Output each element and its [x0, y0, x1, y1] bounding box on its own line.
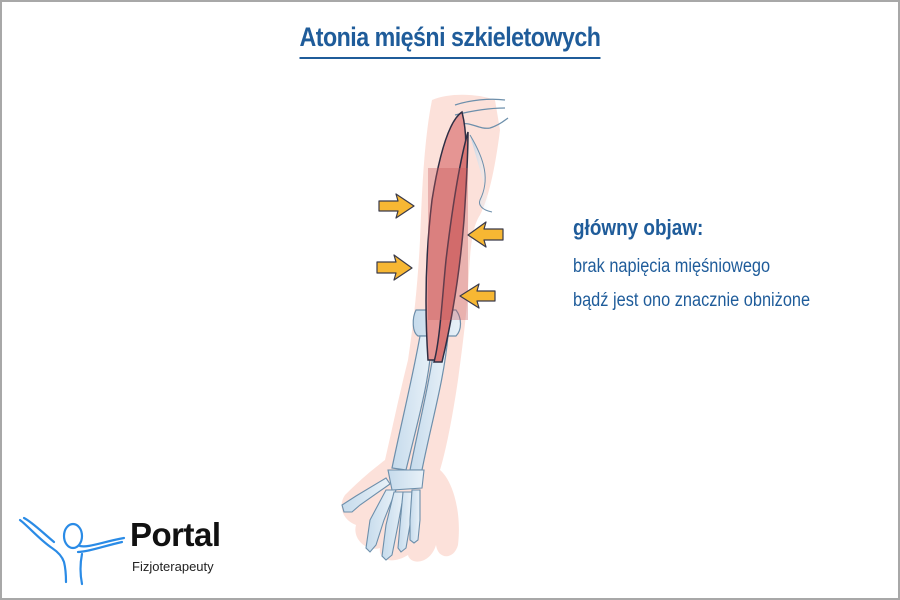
arm-illustration — [341, 94, 509, 562]
logo-subtitle: Fizjoterapeuty — [132, 559, 214, 574]
person-figure-icon — [18, 516, 126, 586]
page-title: Atonia mięśni szkieletowych — [0, 22, 900, 59]
arrow-right-bottom-icon — [459, 283, 496, 309]
title-text: Atonia mięśni szkieletowych — [299, 22, 601, 59]
arrow-left-top-icon — [378, 193, 415, 219]
symptom-heading: główny objaw: — [573, 215, 704, 240]
arrow-left-bottom-icon — [376, 254, 413, 281]
symptom-line-1: brak napięcia mięśniowego — [573, 256, 771, 277]
portal-logo: Portal Fizjoterapeuty — [18, 512, 248, 592]
symptom-line-2: bądź jest ono znacznie obniżone — [573, 290, 811, 311]
hand-bones — [341, 469, 425, 561]
compression-arrows — [376, 193, 504, 309]
logo-brand: Portal — [130, 516, 221, 553]
arrow-right-top-icon — [467, 221, 504, 248]
symptom-description: główny objaw: brak napięcia mięśniowego … — [573, 214, 810, 318]
